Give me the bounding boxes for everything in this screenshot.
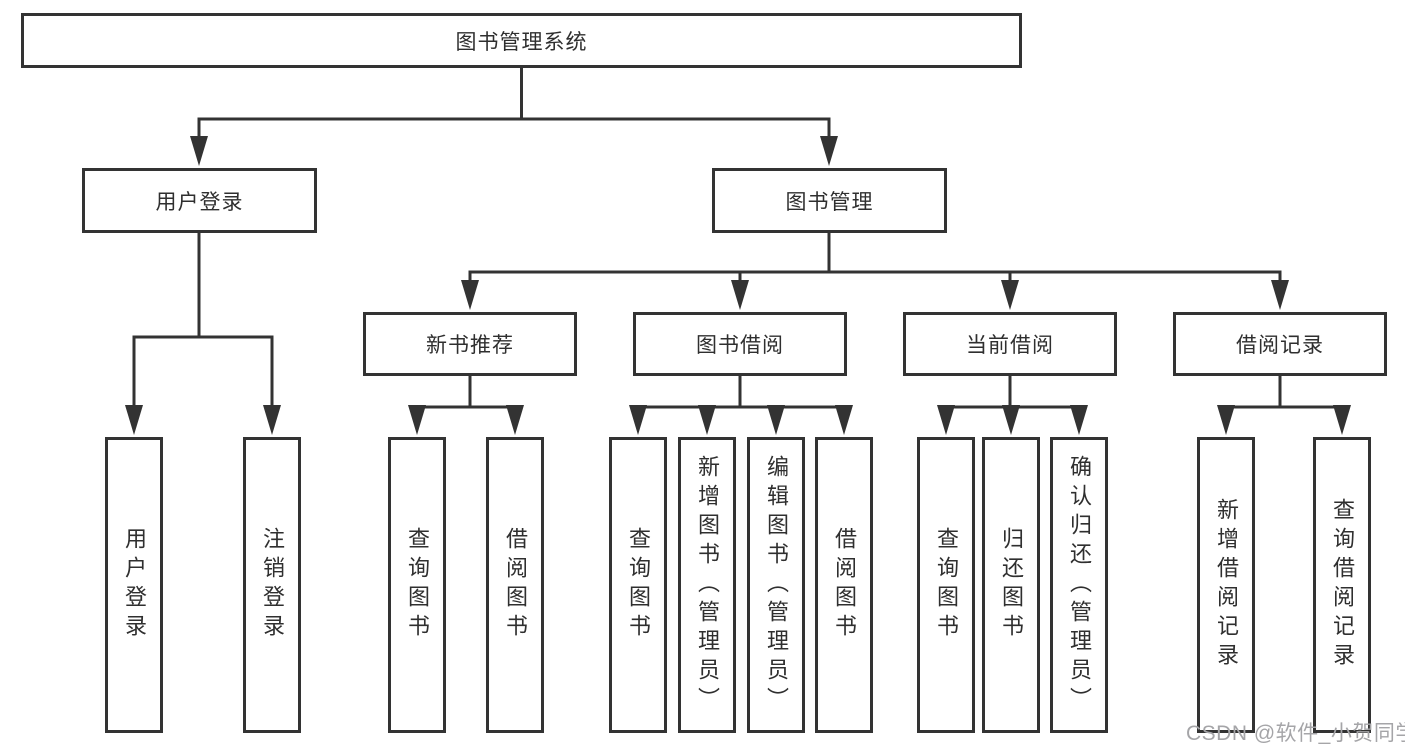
arrow-to-leaf-nb1 — [408, 405, 426, 435]
arrow-to-leaf-br2 — [1333, 405, 1351, 435]
leaf-return-books: 归还图书 — [982, 437, 1040, 733]
leaf-label: 编辑图书（管理员） — [764, 454, 789, 716]
node-book-management: 图书管理 — [712, 168, 947, 233]
leaf-label: 注销登录 — [260, 527, 285, 643]
edge-borrowing-split — [636, 405, 846, 412]
leaf-logout-login: 注销登录 — [243, 437, 301, 733]
csdn-watermark: CSDN @软件_小贺同学 — [1186, 722, 1405, 745]
arrow-to-book-mgmt — [820, 136, 838, 166]
node-label: 图书管理系统 — [455, 30, 588, 54]
arrow-to-leaf-bb4 — [835, 405, 853, 435]
leaf-edit-books-admin: 编辑图书（管理员） — [747, 437, 805, 733]
leaf-label: 新增借阅记录 — [1214, 498, 1239, 672]
node-label: 借阅记录 — [1236, 334, 1324, 357]
arrow-to-leaf-cb1 — [937, 405, 955, 435]
arrow-to-leaf-bb3 — [767, 405, 785, 435]
edge-records-split — [1224, 405, 1344, 412]
node-book-borrowing: 图书借阅 — [633, 312, 847, 376]
arrow-to-leaf-cb2 — [1002, 405, 1020, 435]
node-label: 新书推荐 — [426, 334, 514, 357]
arrow-to-new-books — [461, 280, 479, 310]
node-label: 用户登录 — [155, 190, 244, 214]
arrow-to-leaf-cb3 — [1070, 405, 1088, 435]
leaf-user-login: 用户登录 — [105, 437, 163, 733]
edge-userlogin-split — [132, 335, 274, 412]
leaf-label: 新增图书（管理员） — [695, 454, 720, 716]
arrow-to-leaf-ul1 — [125, 405, 143, 435]
leaf-label: 查询借阅记录 — [1330, 498, 1355, 672]
leaf-confirm-return-admin: 确认归还（管理员） — [1050, 437, 1108, 733]
arrow-to-leaf-br1 — [1217, 405, 1235, 435]
leaf-label: 借阅图书 — [503, 527, 528, 643]
leaf-query-borrow-record: 查询借阅记录 — [1313, 437, 1371, 733]
arrow-to-leaf-ul2 — [263, 405, 281, 435]
node-user-login: 用户登录 — [82, 168, 317, 233]
leaf-query-books-current: 查询图书 — [917, 437, 975, 733]
leaf-label: 查询图书 — [626, 527, 651, 643]
edge-bookmgmt-midstems — [738, 272, 1012, 286]
node-library-management-system: 图书管理系统 — [21, 13, 1022, 68]
arrow-to-leaf-nb2 — [506, 405, 524, 435]
node-borrowing-records: 借阅记录 — [1173, 312, 1387, 376]
edge-newbooks-split — [415, 405, 517, 412]
node-label: 图书管理 — [785, 190, 874, 214]
node-new-book-recommend: 新书推荐 — [363, 312, 577, 376]
leaf-label: 查询图书 — [405, 527, 430, 643]
leaf-label: 确认归还（管理员） — [1067, 454, 1092, 716]
arrow-to-records — [1271, 280, 1289, 310]
edge-bookmgmt-split — [468, 270, 1282, 286]
arrowheads — [125, 136, 1351, 435]
arrow-to-leaf-bb2 — [698, 405, 716, 435]
leaf-label: 查询图书 — [934, 527, 959, 643]
node-label: 当前借阅 — [966, 334, 1054, 357]
leaf-query-books-borrowing: 查询图书 — [609, 437, 667, 733]
leaf-add-borrow-record: 新增借阅记录 — [1197, 437, 1255, 733]
edge-root-split — [197, 117, 831, 142]
node-label: 图书借阅 — [696, 334, 784, 357]
arrow-to-current — [1001, 280, 1019, 310]
leaf-label: 归还图书 — [999, 527, 1024, 643]
leaf-label: 借阅图书 — [832, 527, 857, 643]
arrow-to-borrowing — [731, 280, 749, 310]
leaf-borrow-books-newrec: 借阅图书 — [486, 437, 544, 733]
arrow-to-user-login — [190, 136, 208, 166]
leaf-label: 用户登录 — [122, 527, 147, 643]
node-current-borrowing: 当前借阅 — [903, 312, 1117, 376]
leaf-borrow-books-borrowing: 借阅图书 — [815, 437, 873, 733]
leaf-query-books-newrec: 查询图书 — [388, 437, 446, 733]
leaf-add-books-admin: 新增图书（管理员） — [678, 437, 736, 733]
arrow-to-leaf-bb1 — [629, 405, 647, 435]
